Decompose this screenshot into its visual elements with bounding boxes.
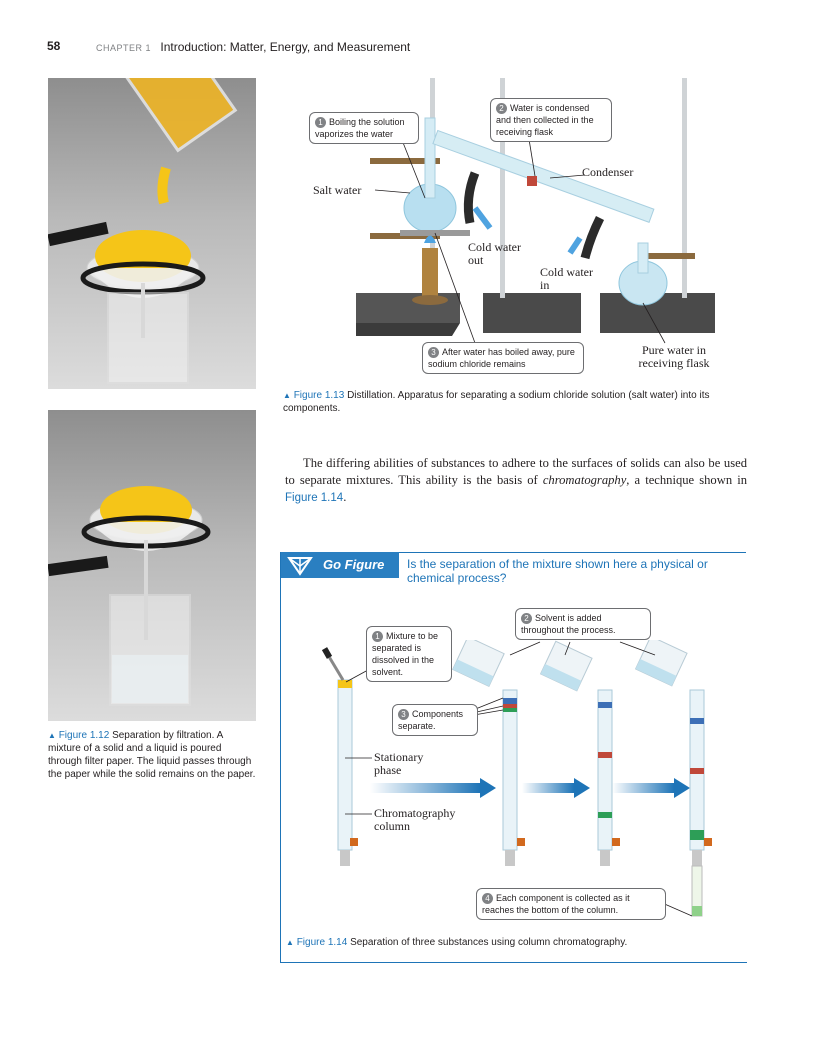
caption-triangle-icon: ▲ <box>286 938 294 947</box>
chromatography-illustration <box>300 635 740 925</box>
callout-number-2: 2 <box>521 613 532 624</box>
body-text-middle: , a technique shown in <box>626 473 747 487</box>
chromatography-callout-2-text: Solvent is added throughout the process. <box>521 613 616 635</box>
callout-number-3: 3 <box>398 709 409 720</box>
figure-1-14-link[interactable]: Figure 1.14 <box>285 492 344 504</box>
body-text-end: . <box>343 490 347 504</box>
callout-number-4: 4 <box>482 893 493 904</box>
go-figure-icon <box>287 557 313 576</box>
figure-1-14-text: Separation of three substances using col… <box>350 937 628 948</box>
filtration-photo-filtered <box>48 410 256 721</box>
label-condenser: Condenser <box>582 165 634 179</box>
figure-1-13-text: Distillation. Apparatus for separating a… <box>283 390 710 414</box>
go-figure-question: Is the separation of the mixture shown h… <box>407 557 708 585</box>
go-figure-top-rule <box>281 552 746 553</box>
go-figure-title: Go Figure <box>323 557 385 572</box>
figure-1-12-label: Figure 1.12 <box>58 730 110 741</box>
body-paragraph: The differing abilities of substances to… <box>285 455 747 507</box>
figure-1-12-text: A mixture of a solid and a liquid is pou… <box>48 730 256 780</box>
body-italic-term: chromatography <box>542 473 627 487</box>
page-number: 58 <box>47 39 61 53</box>
chromatography-callout-1-text: Mixture to be separated is dissolved in … <box>372 631 439 677</box>
filtration-photo-pouring <box>48 78 256 389</box>
caption-triangle-icon: ▲ <box>48 731 56 740</box>
callout-number-2: 2 <box>496 103 507 114</box>
figure-1-14-label: Figure 1.14 <box>296 937 348 948</box>
label-pure-water: Pure water in receiving flask <box>638 343 710 370</box>
label-cold-water-in: Cold water in <box>540 265 593 292</box>
callout-2-text: Water is condensed and then collected in… <box>496 103 594 137</box>
label-cold-water-out: Cold water out <box>468 240 521 267</box>
figure-1-13-label: Figure 1.13 <box>293 390 345 401</box>
running-header: CHAPTER 1 Introduction: Matter, Energy, … <box>96 40 410 54</box>
chromatography-callout-4-text: Each component is collected as it reache… <box>482 893 630 915</box>
label-salt-water: Salt water <box>313 183 362 197</box>
chapter-title: Introduction: Matter, Energy, and Measur… <box>160 40 411 54</box>
figure-1-12-title: Separation by filtration. <box>112 730 215 741</box>
distillation-illustration <box>300 78 720 378</box>
body-text-start: The differing abilities of substances to… <box>285 456 747 487</box>
figure-1-14-caption: ▲ Figure 1.14 Separation of three substa… <box>286 936 736 949</box>
chromatography-callout-3-text: Components separate. <box>398 709 464 731</box>
label-stationary-phase: Stationary phase <box>374 750 424 777</box>
figure-1-13-caption: ▲ Figure 1.13 Distillation. Apparatus fo… <box>283 389 743 415</box>
go-figure-badge: Go Figure <box>281 552 399 578</box>
chapter-label: CHAPTER 1 <box>96 43 152 53</box>
label-chromatography-column: Chromatography column <box>374 806 456 833</box>
caption-triangle-icon: ▲ <box>283 391 291 400</box>
callout-3-text: After water has boiled away, pure sodium… <box>428 347 575 369</box>
callout-1-text: Boiling the solution vaporizes the water <box>315 117 405 139</box>
callout-number-1: 1 <box>315 117 326 128</box>
go-figure-box <box>280 552 747 963</box>
callout-number-1: 1 <box>372 631 383 642</box>
figure-1-12-caption: ▲ Figure 1.12 Separation by filtration. … <box>48 729 258 781</box>
callout-number-3: 3 <box>428 347 439 358</box>
